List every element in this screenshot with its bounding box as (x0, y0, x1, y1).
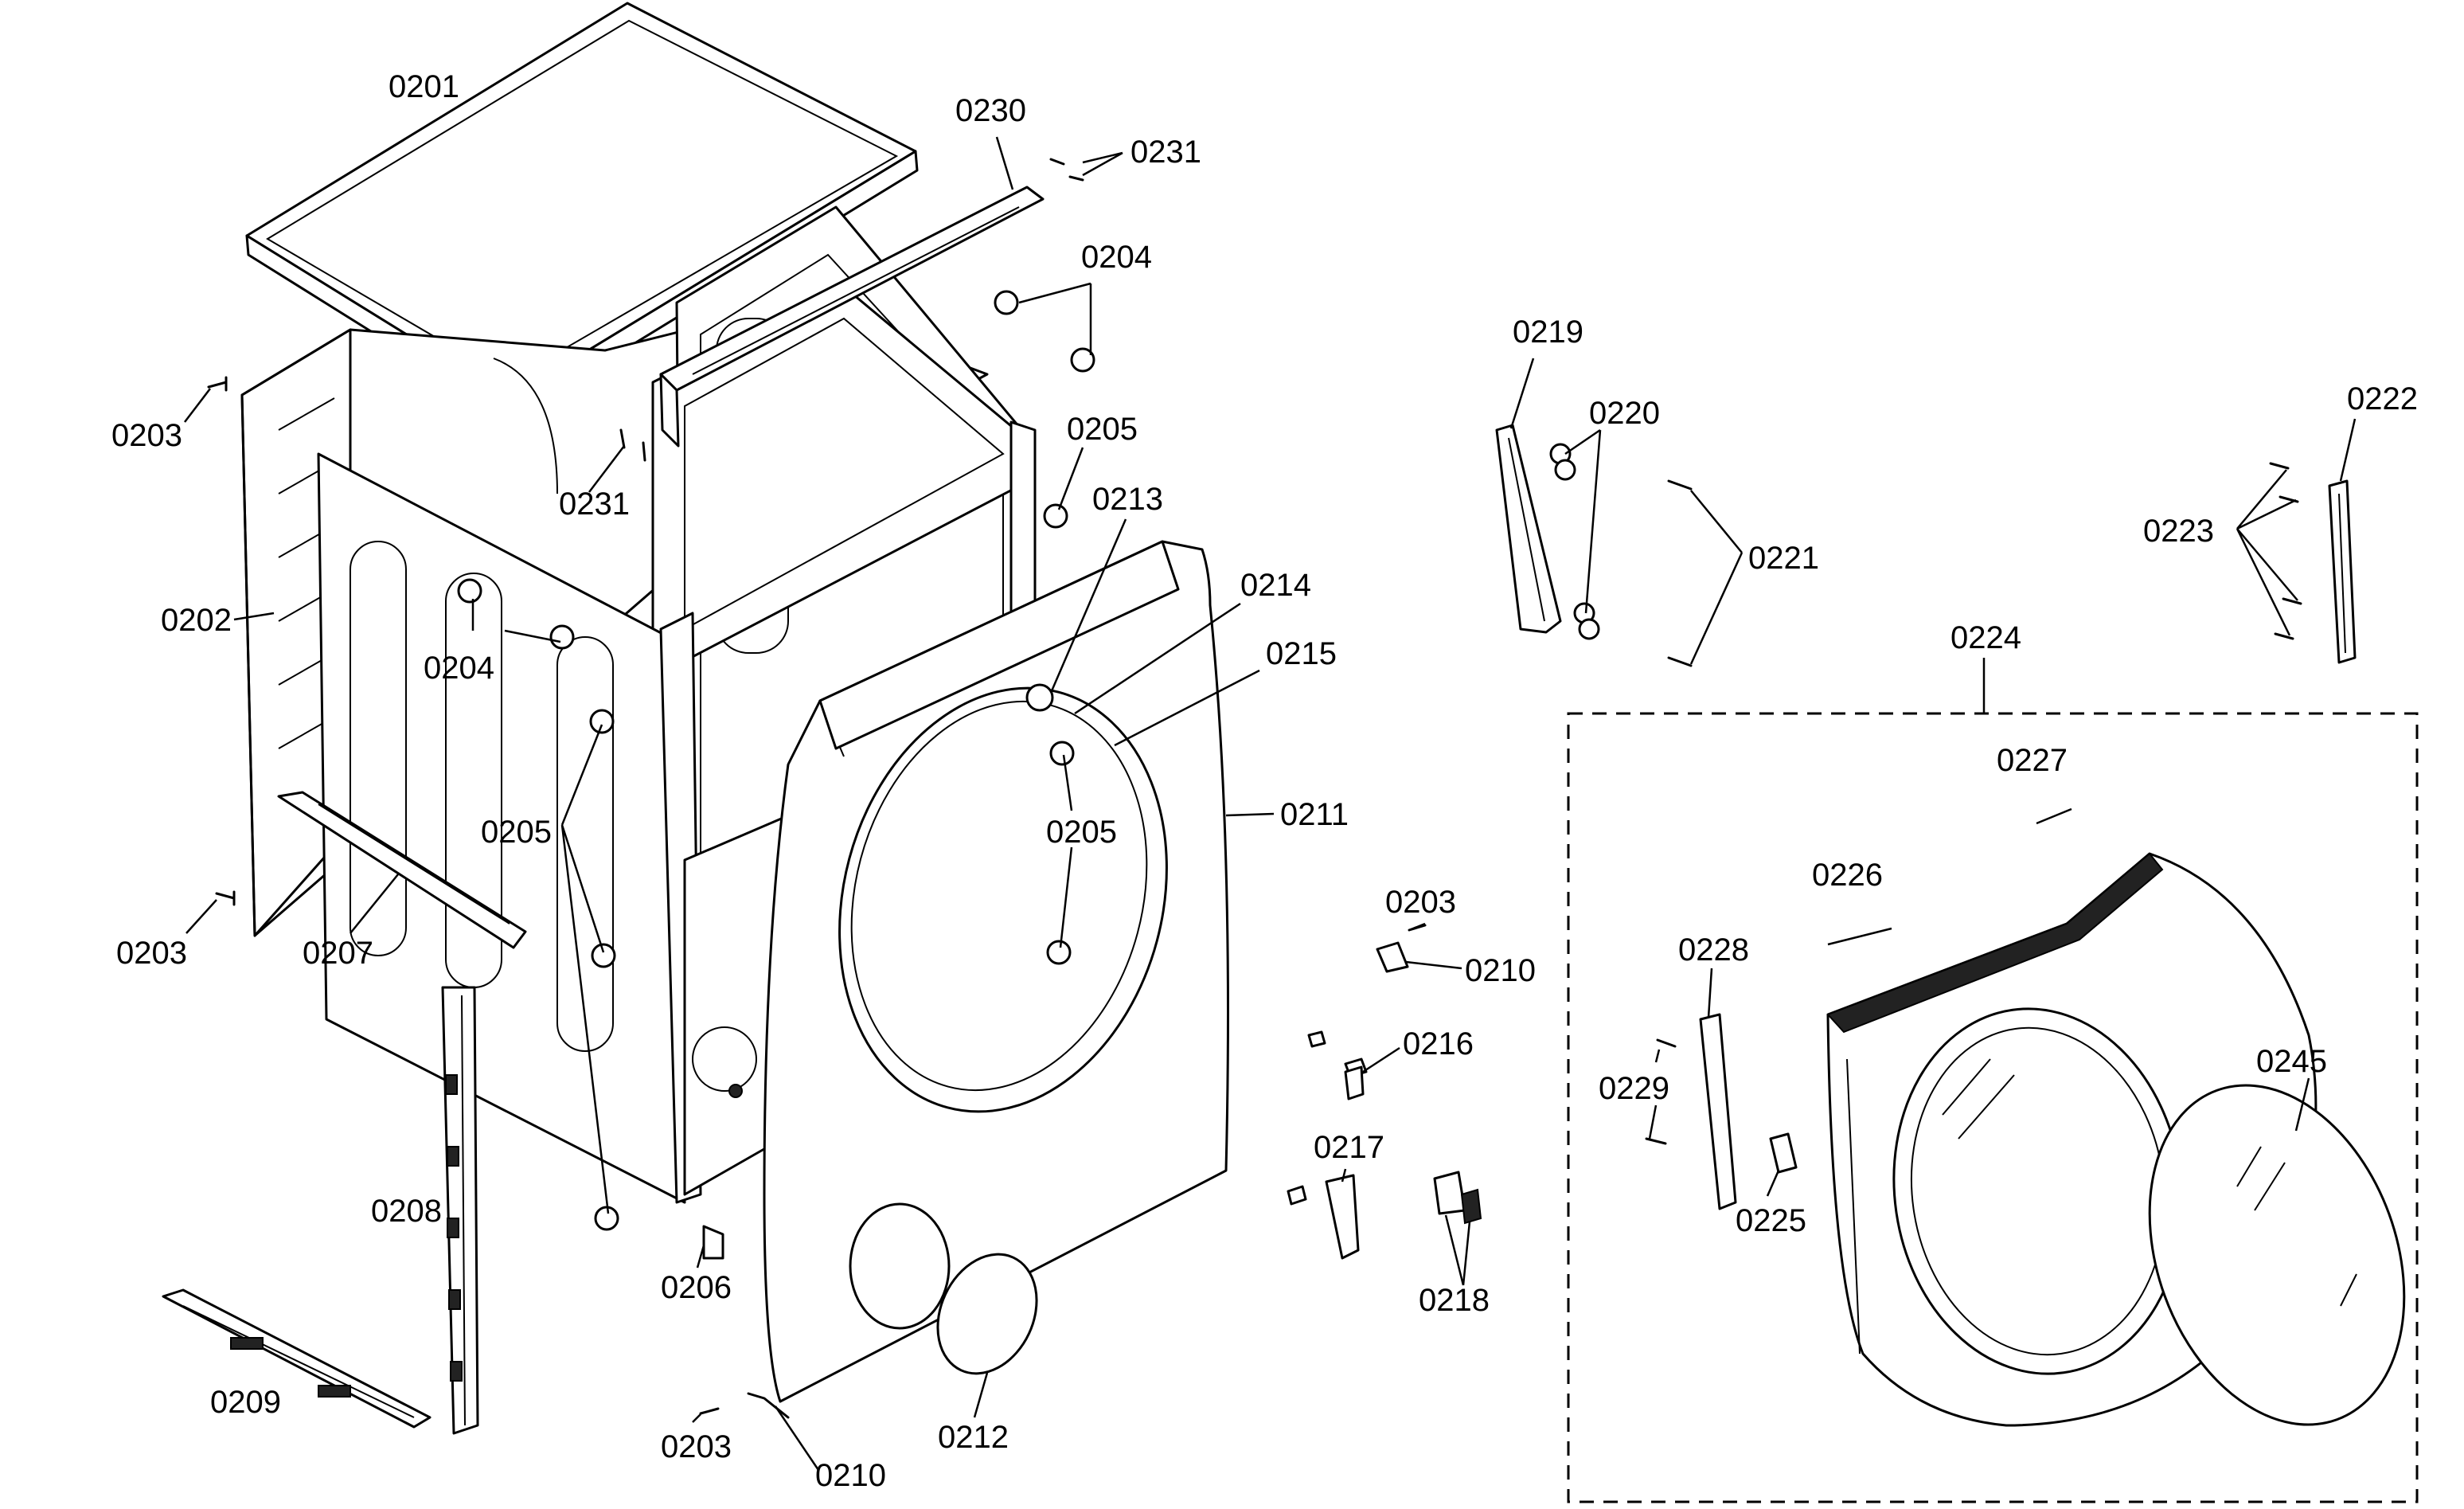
label-0203-left-top: 0203 (111, 418, 182, 453)
part-labels: 0201 0230 0231 0204 0203 0231 0205 0213 … (111, 69, 2418, 1493)
fasteners (207, 158, 1095, 1419)
rail-0209 (162, 1288, 431, 1429)
label-0217: 0217 (1314, 1130, 1384, 1165)
label-0209: 0209 (210, 1385, 281, 1420)
label-0214: 0214 (1240, 568, 1311, 603)
label-0204-left: 0204 (424, 651, 494, 686)
label-0228: 0228 (1678, 932, 1749, 968)
label-0231-mid: 0231 (559, 487, 630, 522)
label-0202: 0202 (161, 603, 232, 638)
door-assembly-box (1567, 712, 2419, 1503)
strip-0208 (441, 986, 479, 1435)
label-0224: 0224 (1951, 620, 2021, 655)
door-small-parts (1645, 807, 2072, 1210)
label-0226: 0226 (1812, 858, 1883, 893)
label-0207: 0207 (303, 936, 373, 971)
label-0229: 0229 (1599, 1071, 1669, 1106)
label-0213: 0213 (1092, 482, 1163, 517)
label-0204-right: 0204 (1081, 240, 1152, 275)
top-rail (659, 186, 1045, 448)
label-0206: 0206 (661, 1270, 732, 1305)
label-0205-right-mid: 0205 (1046, 815, 1117, 850)
hinge-parts (1495, 424, 1693, 667)
small-parts-center (1287, 924, 1482, 1260)
label-0216: 0216 (1403, 1026, 1474, 1061)
label-0219: 0219 (1513, 315, 1583, 350)
label-0220: 0220 (1589, 396, 1660, 431)
label-0208: 0208 (371, 1194, 442, 1229)
label-0222: 0222 (2347, 381, 2418, 416)
label-0203-center: 0203 (1385, 885, 1456, 920)
label-0210-center: 0210 (1465, 953, 1536, 988)
label-0231-top: 0231 (1130, 135, 1201, 170)
label-0227: 0227 (1997, 743, 2068, 778)
latch-parts (2269, 462, 2357, 664)
label-0203-left-bottom: 0203 (116, 936, 187, 971)
bracket-0207 (277, 791, 527, 949)
round-cover (936, 1253, 1038, 1375)
label-0205-left: 0205 (481, 815, 552, 850)
label-0205-right-top: 0205 (1067, 412, 1138, 447)
label-0203-bottom: 0203 (661, 1429, 732, 1464)
label-0201: 0201 (389, 69, 459, 104)
label-0212: 0212 (938, 1420, 1009, 1455)
leader-lines (184, 136, 2357, 1471)
label-0210-bottom: 0210 (815, 1458, 886, 1493)
label-0223: 0223 (2143, 514, 2214, 549)
label-0218: 0218 (1419, 1283, 1490, 1318)
label-0245: 0245 (2256, 1044, 2327, 1079)
label-0215: 0215 (1266, 636, 1337, 671)
label-0225: 0225 (1736, 1203, 1806, 1238)
label-0221: 0221 (1748, 541, 1819, 576)
label-0211: 0211 (1280, 797, 1349, 832)
label-0230: 0230 (955, 93, 1026, 128)
front-panel (763, 540, 1229, 1403)
door-glass (2148, 1084, 2406, 1426)
